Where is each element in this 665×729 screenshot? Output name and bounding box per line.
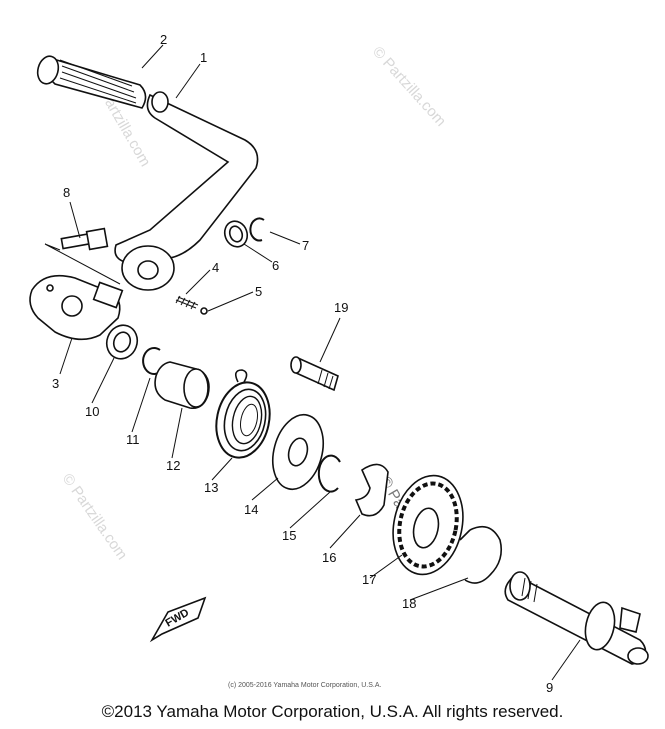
callout-4: 4 (212, 260, 219, 275)
part-19-pin (290, 356, 339, 392)
part-10-oil-seal (105, 324, 139, 360)
watermark-top-right: © Partzilla.com (369, 43, 449, 129)
part-15-circlip (317, 454, 341, 493)
footer-copyright: ©2013 Yamaha Motor Corporation, U.S.A. A… (101, 702, 564, 721)
part-8-bolt (60, 227, 109, 251)
part-16-clip (354, 463, 389, 517)
callout-14: 14 (244, 502, 258, 517)
part-3-boss (29, 274, 124, 341)
callout-17: 17 (362, 572, 376, 587)
part-17-kick-gear (392, 474, 464, 576)
leader-lines (59, 44, 581, 681)
part-7-circlip (249, 217, 265, 242)
small-copyright-line: (c) 2005-2016 Yamaha Motor Corporation, … (228, 682, 381, 689)
callout-2: 2 (160, 32, 167, 47)
callout-1: 1 (200, 50, 207, 65)
callout-labels: 2 1 8 7 6 4 5 19 3 10 11 12 13 14 15 16 … (52, 32, 553, 695)
callout-19: 19 (334, 300, 348, 315)
callout-3: 3 (52, 376, 59, 391)
part-6-washer (223, 220, 249, 248)
callout-12: 12 (166, 458, 180, 473)
part-12-bushing (154, 361, 210, 410)
callout-16: 16 (322, 550, 336, 565)
part-13-torsion-spring (215, 369, 271, 459)
callout-13: 13 (204, 480, 218, 495)
callout-18: 18 (402, 596, 416, 611)
callout-15: 15 (282, 528, 296, 543)
part-18-clip-spring (459, 525, 503, 584)
callout-8: 8 (63, 185, 70, 200)
callout-7: 7 (302, 238, 309, 253)
part-14-washer (272, 413, 324, 491)
part-2-grip (36, 55, 147, 109)
callout-9: 9 (546, 680, 553, 695)
watermark-bottom-left: © Partzilla.com (59, 471, 131, 564)
callout-10: 10 (85, 404, 99, 419)
callout-11: 11 (126, 432, 140, 447)
fwd-arrow: FWD (149, 596, 207, 643)
callout-6: 6 (272, 258, 279, 273)
part-8-guide-line (44, 243, 121, 285)
part-5-ball (200, 307, 208, 315)
part-4-spring (175, 295, 199, 310)
part-1-kick-crank (114, 91, 259, 291)
callout-5: 5 (255, 284, 262, 299)
part-9-kick-axle (504, 571, 649, 665)
